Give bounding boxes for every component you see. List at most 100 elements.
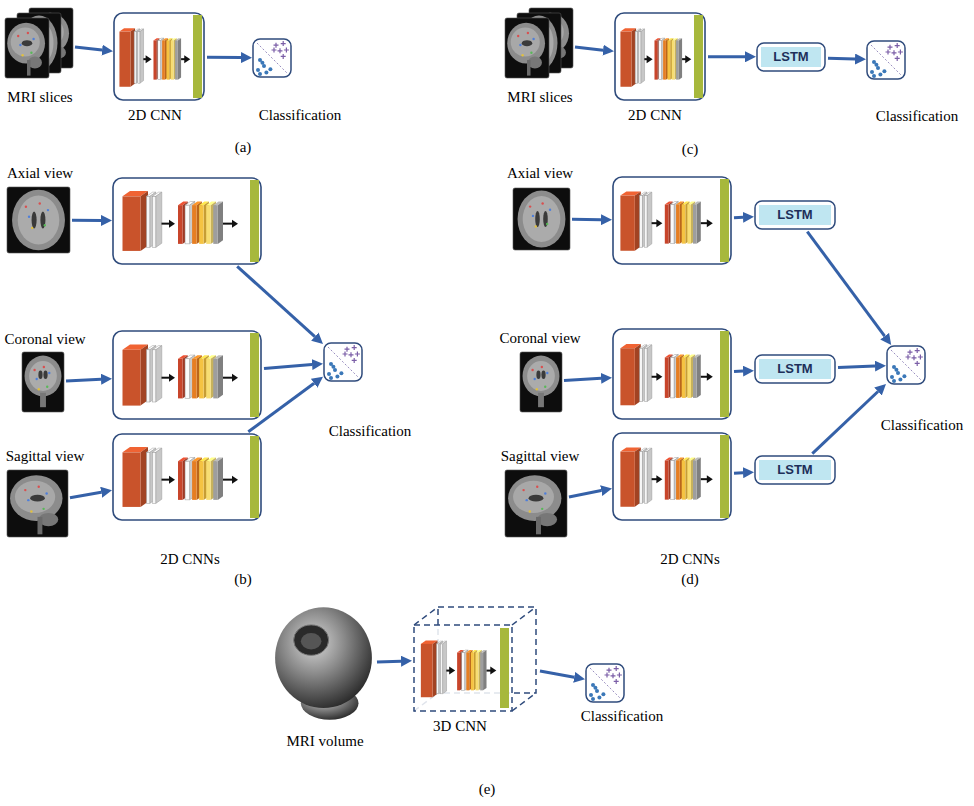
cnn-block [112, 177, 262, 265]
cnn-block: 2D CNN [614, 12, 706, 101]
view-label: Sagittal view [6, 448, 85, 465]
node-label: 2D CNN [628, 107, 682, 124]
cnn-3d-block-drawing [412, 605, 538, 713]
lstm-label: LSTM [777, 208, 812, 223]
arrow-connector [734, 216, 743, 219]
cnn-block-drawing [614, 12, 706, 101]
cnn-block [612, 328, 732, 420]
node-label: Classification [876, 108, 959, 125]
lstm-box: LSTM [754, 354, 836, 384]
classification-icon: Classification [252, 38, 292, 78]
arrow-connector [377, 660, 401, 664]
axial-mri-image-drawing [7, 187, 70, 253]
axial-mri-image-drawing [513, 188, 570, 250]
panel-label: (c) [682, 141, 699, 158]
mri-slices-image-drawing [505, 8, 573, 78]
cnn-block: 2D CNN [113, 12, 205, 101]
classification-icon: Classification [866, 40, 906, 80]
arrow-connector [264, 365, 312, 369]
axial-mri-image: Axial view [513, 188, 570, 250]
view-label: Sagittal view [501, 448, 580, 465]
sagittal-mri-image: Sagittal view [505, 470, 567, 537]
node-label: MRI volume [286, 733, 363, 750]
node-label: 2D CNN [128, 107, 182, 124]
arrow-connector [540, 671, 574, 677]
node-label: MRI slices [507, 89, 572, 106]
coronal-mri-image: Coronal view [520, 352, 562, 412]
cnn-block-drawing [112, 177, 262, 265]
mri-slices-image-drawing [5, 8, 73, 78]
node-label: Classification [881, 417, 964, 434]
lstm-box: LSTM [756, 42, 826, 72]
cnn-block-drawing [612, 328, 732, 420]
arrow-connector [237, 266, 315, 336]
axial-mri-image: Axial view [7, 187, 70, 253]
panel-label: (d) [681, 571, 699, 588]
panel-label: (e) [479, 781, 496, 798]
arrow-connector [812, 391, 878, 453]
arrow-connector [569, 491, 601, 497]
classification-icon-drawing [886, 345, 926, 385]
cnn-block: 2D CNNs [112, 433, 262, 521]
node-label: Classification [259, 107, 342, 124]
node-label: 3D CNN [433, 718, 487, 735]
arrow-connector [734, 370, 743, 373]
classification-icon-drawing [866, 40, 906, 80]
arrow-connector [70, 492, 101, 498]
classification-icon-drawing [252, 38, 292, 78]
classification-icon-drawing [323, 342, 363, 382]
mri-slices-image: MRI slices [5, 8, 73, 78]
cnn-3d-block: 3D CNN [412, 605, 538, 713]
panel-label: (b) [234, 571, 252, 588]
cnn-block: 2D CNNs [612, 432, 732, 521]
classification-icon: Classification [585, 663, 625, 703]
cnn-block-drawing [113, 12, 205, 101]
node-label: 2D CNNs [660, 551, 720, 568]
arrow-connector [734, 471, 743, 474]
arrow-connector [828, 57, 855, 61]
lstm-box: LSTM [754, 200, 836, 230]
panel-label: (a) [235, 139, 252, 156]
arrow-connector [207, 56, 241, 59]
arrow-connector [72, 219, 101, 222]
mri-volume-render-drawing [272, 605, 375, 722]
sagittal-mri-image-drawing [505, 470, 567, 537]
sagittal-mri-image: Sagittal view [7, 470, 68, 537]
cnn-block [612, 176, 732, 265]
cnn-block-drawing [112, 433, 262, 521]
view-label: Axial view [7, 165, 73, 182]
coronal-mri-image: Coronal view [22, 352, 64, 412]
coronal-mri-image-drawing [520, 352, 562, 412]
arrow-connector [66, 379, 101, 381]
arrow-connector [75, 47, 102, 50]
lstm-box: LSTM [754, 455, 836, 485]
mri-volume-render: MRI volume [272, 605, 375, 722]
classification-icon: Classification [323, 342, 363, 382]
node-label: Classification [329, 423, 412, 440]
cnn-block [112, 330, 262, 420]
view-label: Coronal view [4, 331, 85, 348]
view-label: Axial view [507, 165, 573, 182]
node-label: 2D CNNs [160, 551, 220, 568]
arrow-connector [807, 232, 884, 337]
view-label: Coronal view [499, 330, 580, 347]
arrow-connector [838, 366, 875, 367]
arrow-connector [572, 218, 601, 221]
arrow-connector [575, 47, 603, 50]
cnn-block-drawing [112, 330, 262, 420]
coronal-mri-image-drawing [22, 352, 64, 412]
classification-icon-drawing [585, 663, 625, 703]
cnn-block-drawing [612, 432, 732, 521]
arrow-connector [708, 55, 745, 58]
arrow-connector [564, 378, 601, 380]
cnn-block-drawing [612, 176, 732, 265]
lstm-label: LSTM [777, 463, 812, 478]
sagittal-mri-image-drawing [7, 470, 68, 537]
node-label: MRI slices [7, 89, 72, 106]
node-label: Classification [581, 708, 664, 725]
lstm-label: LSTM [777, 362, 812, 377]
mri-slices-image: MRI slices [505, 8, 573, 78]
classification-icon: Classification [886, 345, 926, 385]
lstm-label: LSTM [773, 50, 808, 65]
